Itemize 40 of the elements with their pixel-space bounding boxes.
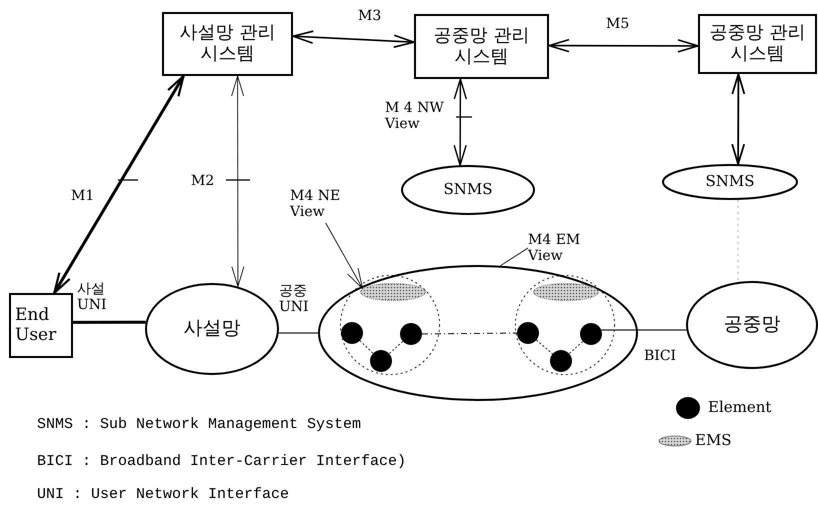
- arrow: [731, 73, 746, 165]
- end-user-box: End User: [9, 293, 73, 358]
- system-box: 공중망 관리시스템: [698, 14, 817, 74]
- ems-ellipse: [360, 283, 426, 301]
- connector-line: [278, 332, 318, 334]
- arrow: [53, 74, 185, 294]
- element-dot: [340, 322, 364, 344]
- view-label: M4 EM View: [528, 230, 604, 266]
- view-label: M4 NE View: [290, 185, 370, 223]
- system-box: 사설망 관리시스템: [162, 12, 293, 76]
- leader-line: [325, 222, 363, 289]
- legend-text: Element: [708, 398, 772, 416]
- network-ellipse: [318, 265, 638, 401]
- element-dot: [369, 350, 393, 372]
- leader-line: [500, 248, 528, 266]
- network-ellipse: 사설망: [145, 283, 279, 375]
- connector-line: [73, 320, 146, 324]
- connector-line: [388, 341, 404, 354]
- connector-line: [737, 200, 739, 282]
- system-box: 공중망 관리시스템: [414, 14, 549, 79]
- note-text: BICI : Broadband Inter-Carrier Interface): [37, 453, 406, 470]
- element-dot: [549, 350, 573, 372]
- arrow: [292, 30, 415, 48]
- element-dot: [579, 323, 603, 345]
- connector-line: [360, 340, 374, 354]
- arrow: [231, 76, 244, 287]
- connector-line: [536, 340, 553, 354]
- snms-ellipse: SNMS: [662, 164, 798, 200]
- network-ellipse: 공중망: [686, 281, 818, 369]
- connector-line: [422, 332, 518, 334]
- connector-line: [568, 341, 584, 354]
- arrow: [548, 38, 699, 53]
- element-dot: [399, 323, 423, 345]
- ems-ellipse: [533, 283, 599, 301]
- legend-text: EMS: [695, 431, 732, 449]
- element-dot: [516, 322, 540, 344]
- arrow: [453, 78, 468, 166]
- note-text: UNI : User Network Interface: [37, 486, 290, 503]
- snms-ellipse: SNMS: [401, 165, 535, 215]
- note-text: SNMS : Sub Network Management System: [37, 416, 362, 433]
